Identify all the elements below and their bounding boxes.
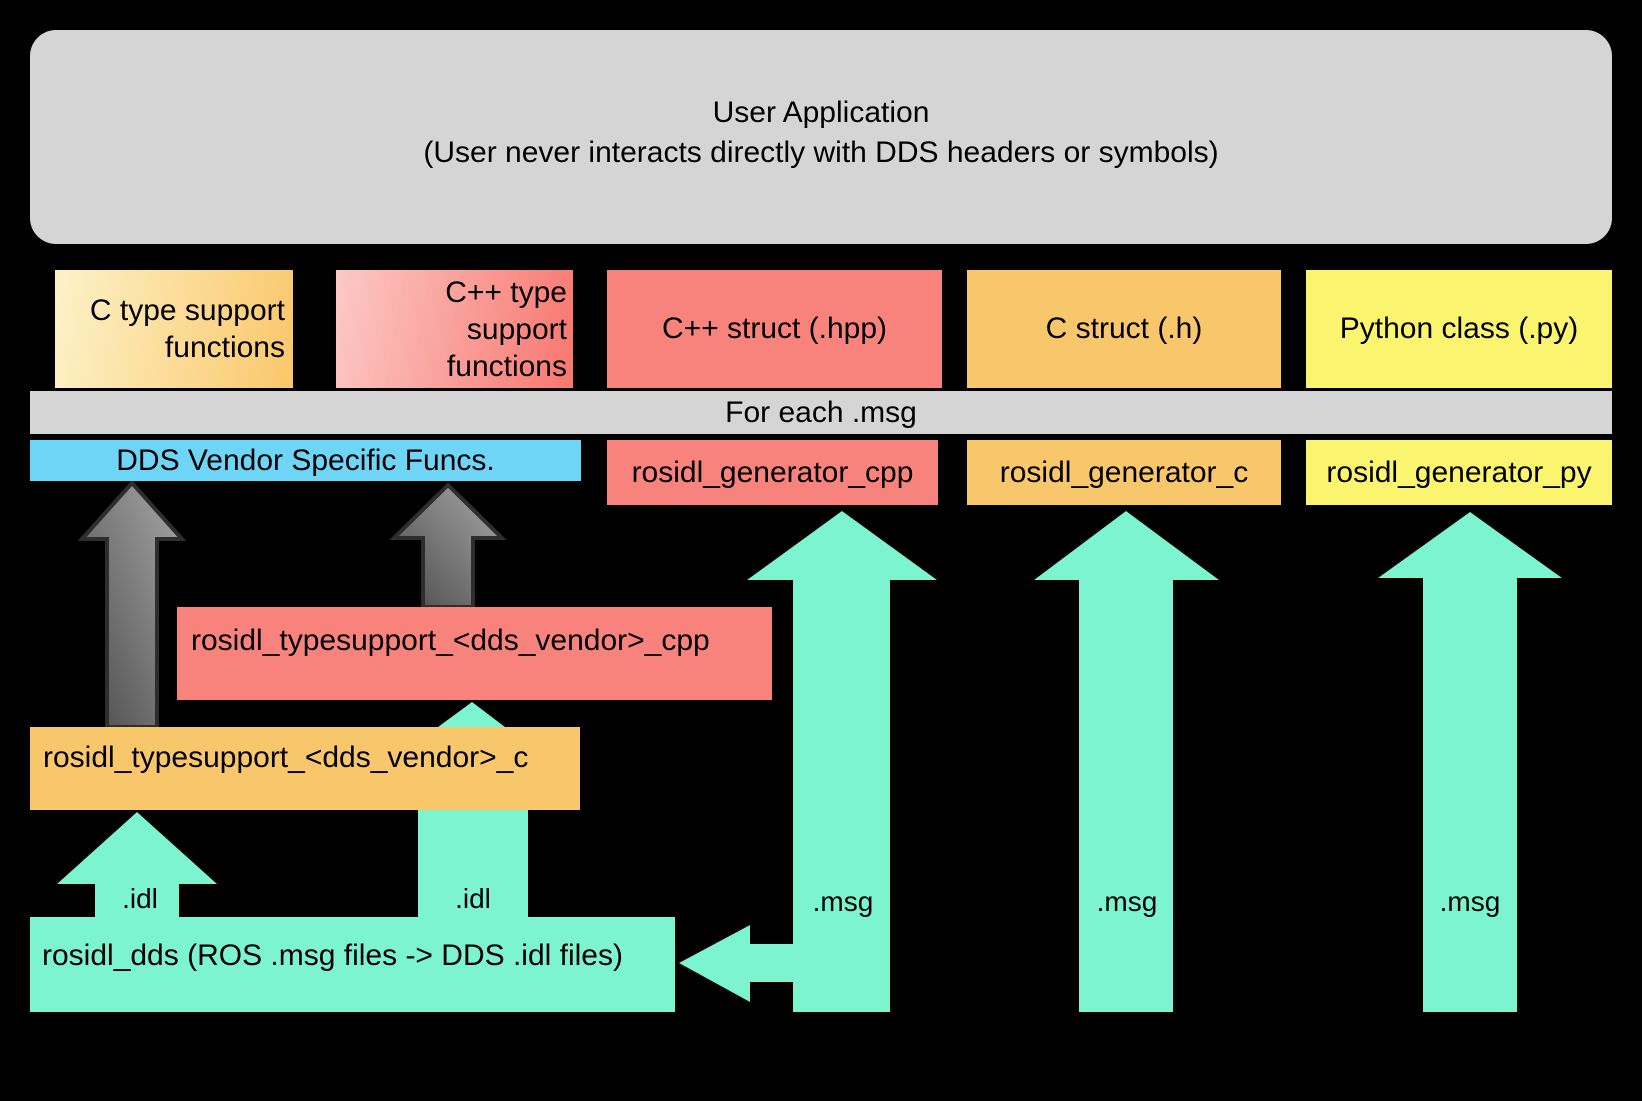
cpp-type-support-functions-box: C++ type support functions [336,270,573,388]
c-struct-label: C struct (.h) [1045,312,1203,345]
python-class-box: Python class (.py) [1306,270,1612,388]
rosidl-dds-box: rosidl_dds (ROS .msg files -> DDS .idl f… [30,917,675,1012]
cpp-struct-box: C++ struct (.hpp) [607,270,942,388]
for-each-msg-bar: For each .msg [30,391,1612,434]
dds-vendor-specific-funcs-label: DDS Vendor Specific Funcs. [116,443,495,477]
teal-left-arrow-msg-to-rosidl-dds [679,925,793,1002]
gray-up-arrow-ts-cpp-to-dds-funcs [389,482,507,609]
user-application-title: User Application [712,96,930,129]
rosidl-typesupport-dds-vendor-cpp-label: rosidl_typesupport_<dds_vendor>_cpp [191,624,710,657]
msg-label-c: .msg [1096,886,1158,917]
rosidl-generator-cpp-box: rosidl_generator_cpp [607,440,938,505]
teal-idl-arrow-to-ts-c [57,812,217,917]
user-application-box: User Application (User never interacts d… [30,30,1612,244]
c-type-support-functions-box: C type support functions [55,270,293,388]
cpp-struct-label: C++ struct (.hpp) [661,312,888,345]
c-struct-box: C struct (.h) [967,270,1281,388]
rosidl-generator-py-box: rosidl_generator_py [1306,440,1612,505]
rosidl-typesupport-dds-vendor-c-label: rosidl_typesupport_<dds_vendor>_c [43,741,529,774]
gray-up-arrow-ts-c-to-dds-funcs [77,479,187,729]
msg-label-py: .msg [1439,886,1501,917]
user-application-subtitle: (User never interacts directly with DDS … [423,136,1219,169]
rosidl-generator-c-box: rosidl_generator_c [967,440,1281,505]
cpp-type-support-functions-label: C++ type support functions [445,275,567,383]
c-type-support-functions-label: C type support functions [89,294,285,364]
rosidl-generator-cpp-label: rosidl_generator_cpp [631,455,914,489]
rosidl-dds-label: rosidl_dds (ROS .msg files -> DDS .idl f… [42,939,623,972]
idl-label-left: .idl [122,883,158,914]
rosidl-generator-c-label: rosidl_generator_c [999,455,1249,489]
teal-idl-arrowhead-ts-c-to-ts-cpp [438,702,505,727]
for-each-msg-label: For each .msg [725,395,917,429]
teal-msg-arrow-to-generator-py [1378,512,1562,1012]
rosidl-typesupport-dds-vendor-cpp-box: rosidl_typesupport_<dds_vendor>_cpp [177,607,772,700]
rosidl-generator-py-label: rosidl_generator_py [1326,455,1592,489]
idl-label-right: .idl [455,883,491,914]
teal-msg-arrow-to-generator-c [1034,511,1219,1012]
teal-idl-shaft-to-ts-cpp [418,810,528,917]
rosidl-typesupport-dds-vendor-c-box: rosidl_typesupport_<dds_vendor>_c [30,727,580,810]
dds-vendor-specific-funcs-box: DDS Vendor Specific Funcs. [30,440,581,481]
python-class-label: Python class (.py) [1339,312,1579,345]
msg-label-cpp: .msg [812,886,874,917]
teal-msg-arrow-to-generator-cpp [747,511,937,1012]
